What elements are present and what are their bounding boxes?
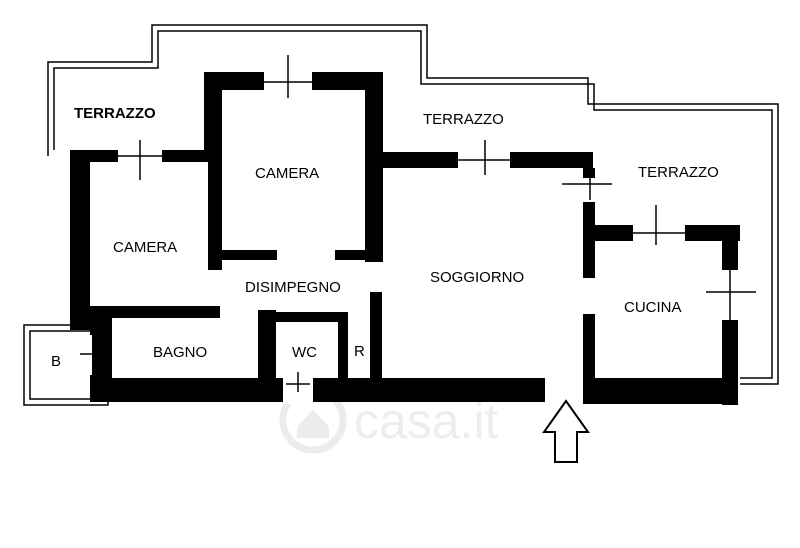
label-camera-left: CAMERA (113, 239, 177, 256)
window-marks (80, 55, 756, 392)
label-terrazzo-right: TERRAZZO (638, 164, 719, 181)
terrace-outline (47, 24, 779, 385)
label-bagno: BAGNO (153, 344, 207, 361)
label-soggiorno: SOGGIORNO (430, 269, 524, 286)
entrance-arrow-icon (542, 399, 590, 463)
label-terrazzo-left: TERRAZZO (74, 105, 156, 122)
label-ripostiglio: R (354, 343, 365, 360)
label-balcone: B (51, 353, 61, 370)
label-wc: WC (292, 344, 317, 361)
label-cucina: CUCINA (624, 299, 682, 316)
label-disimpegno: DISIMPEGNO (245, 279, 341, 296)
label-camera-top: CAMERA (255, 165, 319, 182)
openings (68, 70, 740, 404)
watermark-text: casa.it (354, 393, 499, 449)
room-labels: TERRAZZO TERRAZZO TERRAZZO CAMERA CAMERA… (51, 105, 719, 370)
watermark: casa.it (279, 386, 499, 454)
label-terrazzo-center: TERRAZZO (423, 111, 504, 128)
